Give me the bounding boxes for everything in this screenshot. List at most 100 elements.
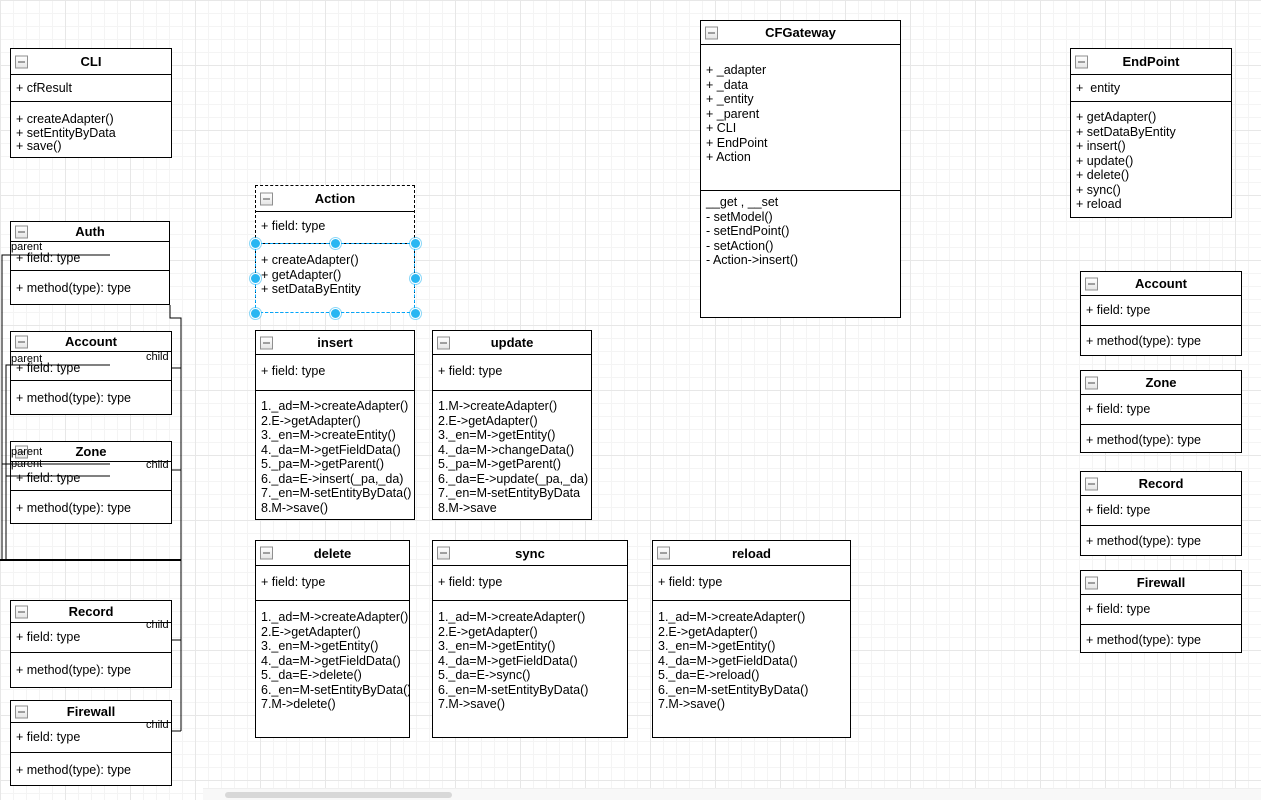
method: + sync() [1076,182,1121,197]
edge-label-child[interactable]: child [146,351,169,363]
class-header: delete [256,541,409,566]
selection-handle[interactable] [250,308,261,319]
collapse-icon[interactable] [1085,576,1098,589]
class-action[interactable]: Action + field: type + createAdapter() +… [255,185,415,313]
selection-handle[interactable] [250,273,261,284]
selection-handle[interactable] [330,308,341,319]
selection-handle[interactable] [250,238,261,249]
method: + method(type): type [16,663,131,677]
methods-section: + method(type): type [11,491,171,523]
class-title: Firewall [66,704,116,719]
attributes-section: + field: type [653,566,850,601]
methods-section: 1._ad=M->createAdapter() 2.E->getAdapter… [653,601,850,737]
selection-handle[interactable] [410,238,421,249]
collapse-icon[interactable] [1085,376,1098,389]
edge-label-parent[interactable]: parent [11,458,43,470]
selection-handle[interactable] [410,273,421,284]
method: 2.E->getAdapter() [261,413,361,428]
attributes-section: + field: type [256,566,409,601]
method: 7.M->save() [658,697,726,711]
collapse-icon[interactable] [1085,277,1098,290]
method: 2.E->getAdapter() [438,413,538,428]
method: + insert() [1076,139,1126,153]
collapse-icon[interactable] [15,605,28,618]
attribute: + _adapter [706,63,767,77]
method: 1._ad=M->createAdapter() [261,610,409,624]
collapse-icon[interactable] [1085,477,1098,490]
class-auth[interactable]: Auth + field: type + method(type): type [10,221,170,305]
class-title: Zone [75,444,107,459]
method: 5._pa=M->getParent() [438,457,561,471]
class-zone-right[interactable]: Zone + field: type + method(type): type [1080,370,1242,453]
method: + method(type): type [16,281,131,295]
methods-section: 1.M->createAdapter() 2.E->getAdapter() 3… [433,391,591,519]
attribute: + field: type [261,575,326,589]
method: 4._da=M->getFieldData() [261,653,401,668]
method: 3._en=M->createEntity() [261,428,396,442]
attribute: + field: type [1086,503,1151,517]
class-reload[interactable]: reload + field: type 1._ad=M->createAdap… [652,540,851,738]
class-insert[interactable]: insert + field: type 1._ad=M->createAdap… [255,330,415,520]
class-header: Account [1081,272,1241,296]
horizontal-scrollbar-track[interactable] [203,788,1261,800]
class-update[interactable]: update + field: type 1.M->createAdapter(… [432,330,592,520]
methods-section: + method(type): type [1081,625,1241,652]
edge-label-parent[interactable]: parent [11,446,43,458]
class-header: insert [256,331,414,355]
class-header: update [433,331,591,355]
methods-section: + getAdapter() + setDataByEntity + inser… [1071,102,1231,217]
selection-handle[interactable] [410,308,421,319]
class-account-right[interactable]: Account + field: type + method(type): ty… [1080,271,1242,356]
class-cli[interactable]: CLI + cfResult + createAdapter() + setEn… [10,48,172,158]
class-header: Zone [1081,371,1241,395]
class-title: delete [313,545,352,561]
class-endpoint[interactable]: EndPoint + entity + getAdapter() + setDa… [1070,48,1232,218]
collapse-icon[interactable] [437,336,450,349]
methods-section: + method(type): type [1081,425,1241,452]
class-delete[interactable]: delete + field: type 1._ad=M->createAdap… [255,540,410,738]
method: 2.E->getAdapter() [438,624,538,639]
method: - Action->insert() [706,253,799,267]
class-record-left[interactable]: Record + field: type + method(type): typ… [10,600,172,688]
class-title: Record [68,604,114,619]
collapse-icon[interactable] [260,546,273,560]
edge-label-child[interactable]: child [146,719,169,731]
class-record-right[interactable]: Record + field: type + method(type): typ… [1080,471,1242,556]
collapse-icon[interactable] [260,336,273,349]
collapse-icon[interactable] [260,192,273,205]
selection-handle[interactable] [330,238,341,249]
collapse-icon[interactable] [15,335,28,348]
class-header: Record [1081,472,1241,496]
collapse-icon[interactable] [1075,55,1088,68]
collapse-icon[interactable] [657,546,670,560]
collapse-icon[interactable] [437,546,450,560]
attribute: + EndPoint [706,135,768,150]
edge-label-parent[interactable]: parent [11,353,43,365]
horizontal-scrollbar-thumb[interactable] [225,792,452,798]
edge-label-child[interactable]: child [146,619,169,631]
collapse-icon[interactable] [705,26,718,39]
attributes-section: + entity [1071,75,1231,102]
class-sync[interactable]: sync + field: type 1._ad=M->createAdapte… [432,540,628,738]
method: 7._en=M-setEntityByData() [261,486,412,500]
method: 3._en=M->getEntity() [658,639,776,653]
attributes-section: + field: type [433,355,591,391]
edge-label-child[interactable]: child [146,459,169,471]
class-cfgateway[interactable]: CFGateway + _adapter + _data + _entity +… [700,20,901,318]
edge-label-parent[interactable]: parent [11,241,43,253]
collapse-icon[interactable] [15,55,28,68]
collapse-icon[interactable] [15,225,28,238]
class-title: Record [1138,476,1184,491]
attribute: + Action [706,150,751,164]
method: + method(type): type [1086,334,1201,348]
class-firewall-right[interactable]: Firewall + field: type + method(type): t… [1080,570,1242,653]
attribute: + field: type [16,471,81,485]
method: 5._da=E->sync() [438,668,531,682]
method: 1._ad=M->createAdapter() [438,610,586,624]
class-title: EndPoint [1122,54,1180,69]
method: 6._en=M-setEntityByData() [261,682,409,697]
collapse-icon[interactable] [15,705,28,718]
class-account-left[interactable]: Account + field: type + method(type): ty… [10,331,172,415]
class-firewall-left[interactable]: Firewall + field: type + method(type): t… [10,700,172,786]
